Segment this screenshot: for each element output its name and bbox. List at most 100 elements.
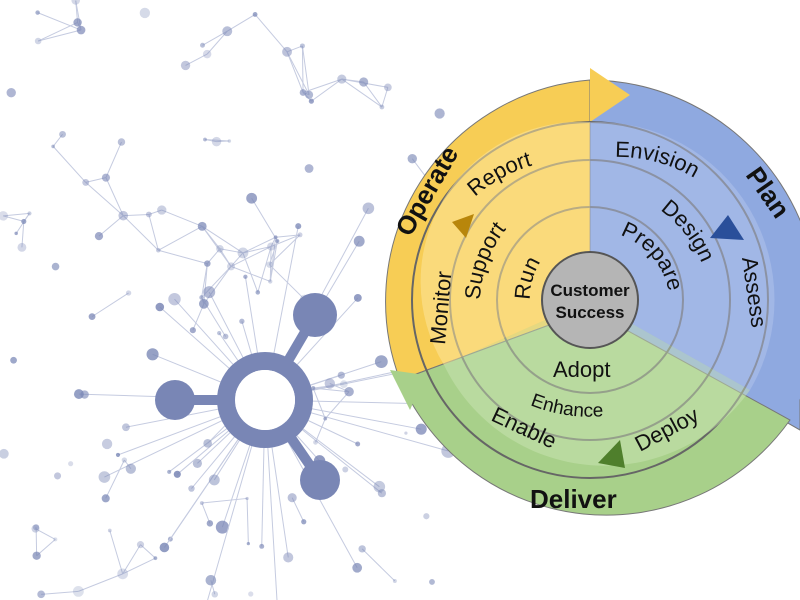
network-node [101,494,110,503]
network-node [404,431,408,435]
network-node [384,83,392,92]
network-link [311,78,343,102]
network-node [157,205,167,215]
network-node [407,153,417,164]
network-link [201,497,248,504]
network-node [344,386,354,397]
network-node [117,138,126,146]
network-link [38,29,82,42]
operate-marker-triangle [452,214,474,238]
network-link [37,21,78,42]
network-link [301,45,310,95]
network-node [239,318,245,324]
network-node [273,235,278,240]
network-link [204,139,217,143]
network-link [148,209,162,215]
network-node [227,139,232,143]
network-node [373,480,386,493]
network-node [308,98,314,104]
network-node [118,210,129,221]
network-link [91,292,129,318]
center-circle [541,251,639,349]
network-node [35,10,40,15]
network-node [68,461,74,467]
network-link [105,459,125,499]
network-link [158,249,208,265]
network-node [266,261,273,268]
network-node [156,247,161,253]
network-node [252,12,258,17]
network-node [71,0,80,5]
network-node [125,290,132,296]
network-link [35,528,56,540]
network-node [202,49,212,59]
network-node [203,438,212,448]
network-node [268,279,273,284]
network-node [342,466,349,473]
network-link [269,264,305,300]
network-node [125,463,136,474]
network-node [173,470,181,478]
network-node [146,348,159,361]
network-node [34,37,42,45]
network-link [123,213,149,217]
network-link [269,237,277,282]
network-link [226,14,256,32]
network-link [286,51,310,96]
plan-inner-sector [590,121,775,391]
network-node [0,448,9,459]
network-node [199,501,204,506]
network-node [76,25,86,35]
network-link [230,252,244,267]
network-node [259,543,265,549]
network-node [82,178,90,186]
label-adopt: Adopt [553,357,611,382]
network-node [117,568,129,580]
network-node [10,356,17,364]
network-node [299,89,307,96]
network-link [216,140,230,143]
network-link [122,557,156,575]
network-link [251,197,278,242]
network-node [337,74,347,84]
network-node [227,262,236,271]
network-node [429,579,435,585]
network-link [230,265,271,282]
network-node [31,524,40,533]
network-node [139,7,151,19]
network-link [52,146,87,183]
network-node [180,60,191,71]
network-node [295,223,302,230]
network-node [51,262,60,271]
network-link [219,248,244,254]
network-node [359,77,369,87]
network-link [37,12,82,31]
network-link [158,225,203,251]
plan-marker-triangle [710,215,744,240]
phase-label-deliver: Deliver [530,484,617,514]
network-link [41,590,79,595]
network-node [297,232,303,238]
deliver-sector [399,309,791,516]
network-node [17,242,27,252]
network-link [122,215,159,251]
network-link [148,214,159,251]
network-node [423,513,430,520]
network-node [59,130,66,138]
network-link [254,14,288,53]
network-node [145,211,152,218]
network-link [185,53,208,66]
network-node [415,423,427,435]
deliver-inner-sector [444,300,750,466]
network-node [122,423,130,432]
network-node [362,202,375,215]
network-link [105,177,124,216]
network-link [242,236,276,254]
network-node [246,192,258,204]
network-link [21,221,25,248]
network-node [168,292,181,306]
network-node [88,313,96,321]
network-link [206,248,221,264]
network-node [208,474,220,486]
network-node [355,441,361,447]
